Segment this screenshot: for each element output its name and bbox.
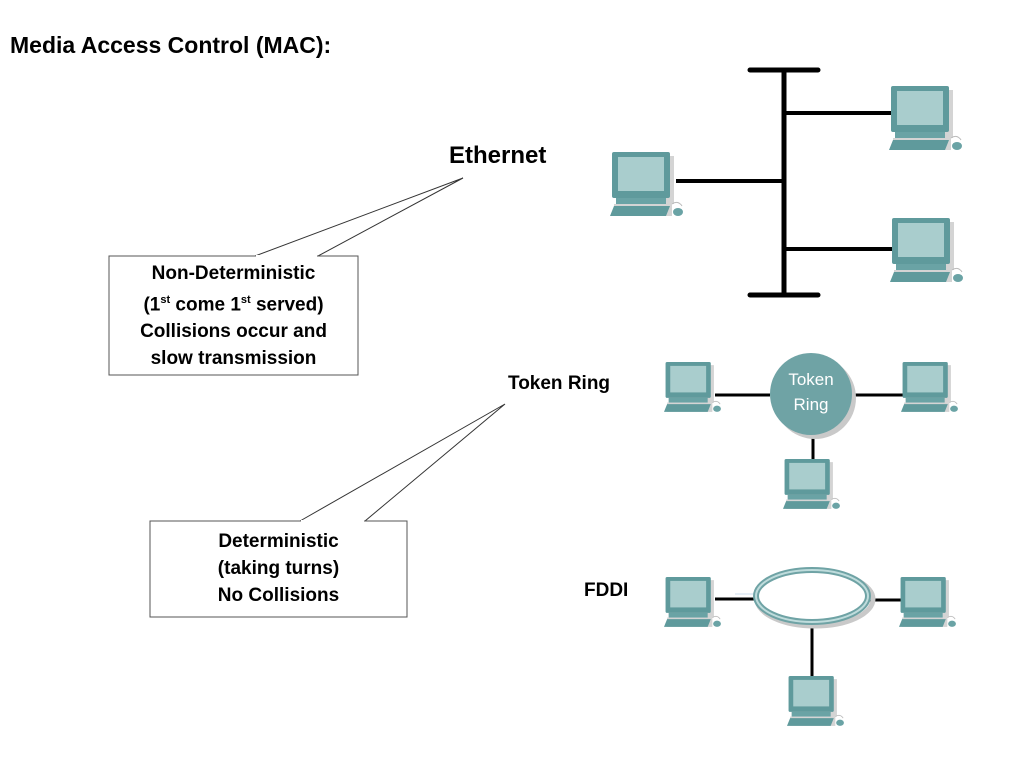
computer-icon	[889, 217, 964, 283]
ethernet-label: Ethernet	[449, 142, 546, 169]
computer-icon	[888, 85, 963, 151]
computer-icon	[663, 576, 722, 628]
computer-icon	[609, 151, 684, 217]
token-ring-hub-text: Ring	[794, 395, 829, 414]
callout-pointer	[298, 403, 506, 522]
callout-box-ethernet	[108, 255, 359, 376]
callout-line: No Collisions	[217, 585, 340, 606]
token-ring-hub	[770, 353, 852, 435]
computer-icon	[900, 361, 959, 413]
ethernet-bus	[676, 67, 900, 298]
callout-non-deterministic: Non-Deterministic (1st come 1st served) …	[109, 260, 358, 372]
page-title: Media Access Control (MAC):	[10, 32, 332, 58]
fddi-label: FDDI	[584, 580, 628, 601]
token-ring-hub-text: Token	[788, 370, 833, 389]
callout-line: (taking turns)	[217, 558, 340, 579]
callout-line: (1st come 1st served)	[143, 294, 324, 316]
callout-line: Collisions occur and	[140, 321, 327, 343]
callout-line: Deterministic	[218, 531, 339, 552]
callout-deterministic: Deterministic (taking turns) No Collisio…	[150, 528, 407, 609]
computer-icon	[898, 576, 957, 628]
computer-icon	[663, 361, 722, 413]
token-ring-label: Token Ring	[508, 373, 610, 394]
callout-line: slow transmission	[150, 348, 317, 370]
computer-icon	[782, 458, 841, 510]
callout-pointer	[254, 177, 464, 257]
computer-icon	[786, 675, 845, 727]
callout-line: Non-Deterministic	[151, 263, 316, 284]
callout-box-token-ring	[149, 520, 408, 618]
